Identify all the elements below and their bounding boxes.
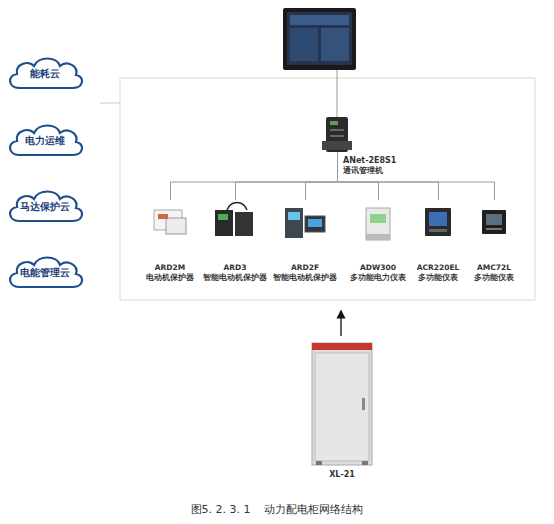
cloud-label: 马达保护云: [5, 200, 85, 214]
cloud-label: 电力运维: [5, 134, 85, 148]
network-frame: [120, 78, 535, 300]
gateway-box: ANet-2E8S1通讯管理机: [322, 117, 352, 152]
model-name: ANet-2E8S1: [343, 156, 396, 165]
device-label: 多功能仪表: [455, 273, 533, 283]
bus-connector: [338, 152, 439, 200]
device-label: 智能电动机保护器: [261, 273, 349, 283]
device-box: ARD2M电动机保护器: [138, 200, 202, 284]
bus-connector: [338, 152, 495, 200]
cloud-label: 电能管理云: [5, 266, 85, 280]
monitor-screen: [283, 8, 356, 70]
model-name: ACR220EL: [399, 263, 477, 272]
bus-connector: [236, 152, 338, 200]
cloud-link-line: [100, 103, 120, 104]
monitor-link-line: [337, 70, 338, 117]
model-name: ADW300: [335, 263, 421, 272]
model-name: ARD3: [191, 263, 279, 272]
device-label: 通讯管理机: [343, 166, 383, 176]
cloud-label: 能耗云: [5, 67, 85, 81]
device-box: ADW300多功能电力仪表: [347, 200, 409, 284]
figure-caption: 图5. 2. 3. 1 动力配电柜网络结构: [0, 502, 554, 517]
device-label: 多功能电力仪表: [335, 273, 421, 283]
model-name: ARD2F: [261, 263, 349, 272]
anet-art: [322, 117, 352, 152]
cloud-box: 电能管理云: [5, 253, 85, 291]
model-name: XL-21: [302, 470, 382, 479]
device-box: AMC72L多功能仪表: [467, 200, 521, 284]
device-label: 电动机保护器: [126, 273, 214, 283]
device-label: 多功能仪表: [399, 273, 477, 283]
cloud-box: 电力运维: [5, 121, 85, 159]
model-name: ARD2M: [126, 263, 214, 272]
cloud-box: 能耗云: [5, 54, 85, 92]
cabinet-box: XL-21: [312, 343, 372, 483]
device-box: ACR220EL多功能仪表: [411, 200, 465, 284]
device-box: ARD2F智能电动机保护器: [273, 200, 337, 284]
bus-connector: [306, 152, 338, 200]
upward-arrow: [340, 314, 341, 336]
cloud-box: 马达保护云: [5, 187, 85, 225]
bus-connector: [171, 152, 338, 200]
device-label: 智能电动机保护器: [191, 273, 279, 283]
device-box: ARD3智能电动机保护器: [203, 200, 267, 284]
model-name: AMC72L: [455, 263, 533, 272]
cab-art: [312, 343, 372, 483]
